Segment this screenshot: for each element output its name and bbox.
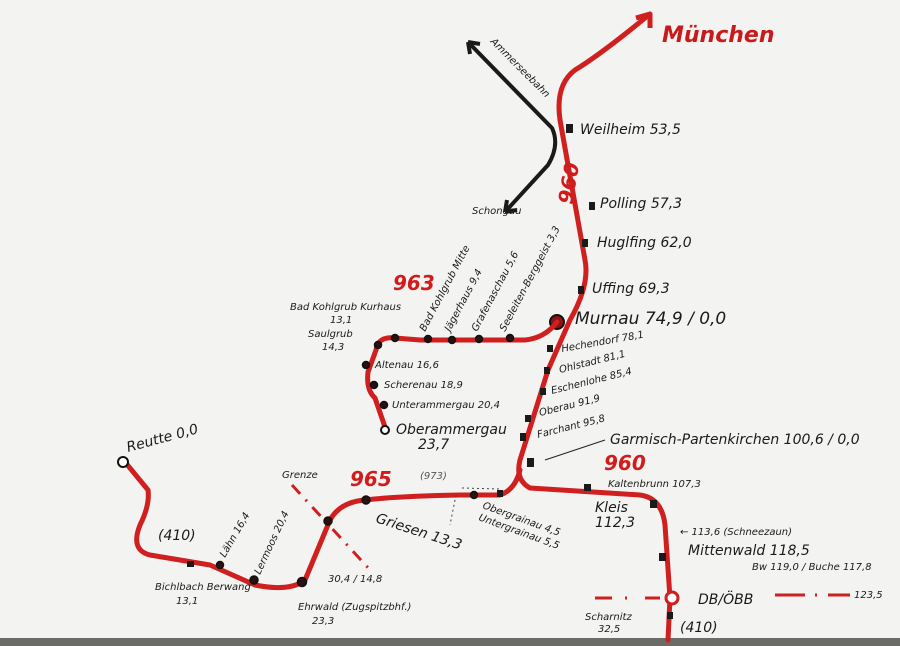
label-ehrwald-km: 23,3 <box>312 616 334 627</box>
svg-text:Murnau 74,9 / 0,0: Murnau 74,9 / 0,0 <box>575 309 726 329</box>
border-south-km: 123,5 <box>854 590 883 601</box>
stop-grafenaschau <box>474 334 484 344</box>
label-bichlbach-km: 13,1 <box>176 596 198 607</box>
label-ehrwald: Ehrwald (Zugspitzbhf.) <box>298 602 411 613</box>
border-line-south <box>595 593 850 600</box>
line-410-south-label: (410) <box>680 620 718 636</box>
terminus-reutte <box>117 456 129 468</box>
line-963-label: 963 <box>393 271 435 295</box>
terminus-oberammergau <box>380 425 390 435</box>
border-south-label: DB/ÖBB <box>698 590 753 608</box>
bw-annotation: Bw 119,0 / Buche 117,8 <box>752 562 872 573</box>
label-oberammergau: Oberammergau <box>396 422 507 438</box>
line-963-track <box>365 319 560 433</box>
border-line-west <box>290 483 374 574</box>
border-station-marker <box>664 590 680 606</box>
grenze-label: Grenze <box>282 470 318 481</box>
label-bichlbach: Bichlbach Berwang <box>155 582 251 593</box>
station-garmisch-partenkirchen: Garmisch-Partenkirchen 100,6 / 0,0 <box>527 432 860 467</box>
label-scherenau: Scherenau 18,9 <box>384 380 463 391</box>
svg-text:Uffing 69,3: Uffing 69,3 <box>592 281 670 297</box>
svg-text:Weilheim 53,5: Weilheim 53,5 <box>580 122 681 138</box>
ammerseebahn-track <box>466 40 558 214</box>
stop-untergrainau <box>469 490 479 500</box>
stop-scherenau <box>369 380 379 390</box>
label-kohlgrub-kurhaus: Bad Kohlgrub Kurhaus <box>290 302 401 313</box>
stop-ehrwald <box>296 576 308 588</box>
main-line-960-track <box>516 11 673 643</box>
svg-text:112,3: 112,3 <box>595 515 635 531</box>
label-saulgrub: Saulgrub <box>308 329 353 340</box>
svg-text:Scharnitz: Scharnitz <box>585 612 632 623</box>
svg-text:Mittenwald 118,5: Mittenwald 118,5 <box>688 543 810 559</box>
schongau-label: Schongau <box>472 206 521 217</box>
station-weilheim: Weilheim 53,5 <box>566 122 681 138</box>
arrow-ammerseebahn-icon <box>466 40 481 55</box>
svg-text:Huglfing 62,0: Huglfing 62,0 <box>597 235 692 251</box>
arrow-muenchen-icon <box>635 11 653 28</box>
svg-text:Polling 57,3: Polling 57,3 <box>600 196 682 212</box>
line-410-west-label: (410) <box>158 528 196 544</box>
stop-altenau <box>361 360 371 370</box>
label-kohlgrub-kurhaus-km: 13,1 <box>330 315 352 326</box>
muenchen-label: München <box>662 23 775 48</box>
label-saulgrub-km: 14,3 <box>322 342 344 353</box>
grenze-km-label: 30,4 / 14,8 <box>328 574 382 585</box>
svg-text:Kaltenbrunn 107,3: Kaltenbrunn 107,3 <box>608 479 701 490</box>
stop-kohlgrub-mitte <box>423 334 433 344</box>
svg-text:Kleis: Kleis <box>595 500 628 516</box>
station-polling: Polling 57,3 <box>589 196 682 212</box>
stop-griesen <box>361 495 371 505</box>
station-mittenwald: Mittenwald 118,5 <box>659 543 810 561</box>
stop-kohlgrub-kurhaus <box>390 333 400 343</box>
line-965-track <box>122 459 523 591</box>
svg-text:Garmisch-Partenkirchen 100,6 /: Garmisch-Partenkirchen 100,6 / 0,0 <box>610 432 860 448</box>
line-965-label: 965 <box>350 467 392 491</box>
table-edge <box>0 638 900 646</box>
station-kaltenbrunn: Kaltenbrunn 107,3 <box>584 479 701 491</box>
stop-lermoos <box>249 575 259 585</box>
station-uffing: Uffing 69,3 <box>578 281 670 297</box>
stop-obergrainau <box>497 490 503 497</box>
stop-unterammergau <box>379 400 389 410</box>
station-murnau: Murnau 74,9 / 0,0 <box>549 309 726 330</box>
border-crossing-marker <box>323 516 333 526</box>
line-973-label: (973) <box>420 471 447 482</box>
line-960-south-label: 960 <box>604 451 646 475</box>
stop-saulgrub <box>373 340 383 350</box>
svg-text:32,5: 32,5 <box>598 624 620 635</box>
label-oberammergau-km: 23,7 <box>418 437 449 453</box>
stop-seeleiten <box>505 333 515 343</box>
zugspitzbahn-dotted <box>449 487 501 526</box>
stop-laehn <box>215 560 225 570</box>
arrow-schongau-icon <box>503 199 518 214</box>
label-unterammergau: Unterammergau 20,4 <box>392 400 500 411</box>
station-huglfing: Huglfing 62,0 <box>582 235 692 251</box>
stop-bichlbach <box>187 561 194 567</box>
stop-jaegerhaus <box>447 335 457 345</box>
schneezaun-annotation: ← 113,6 (Schneezaun) <box>680 527 792 538</box>
label-altenau: Altenau 16,6 <box>374 360 439 371</box>
